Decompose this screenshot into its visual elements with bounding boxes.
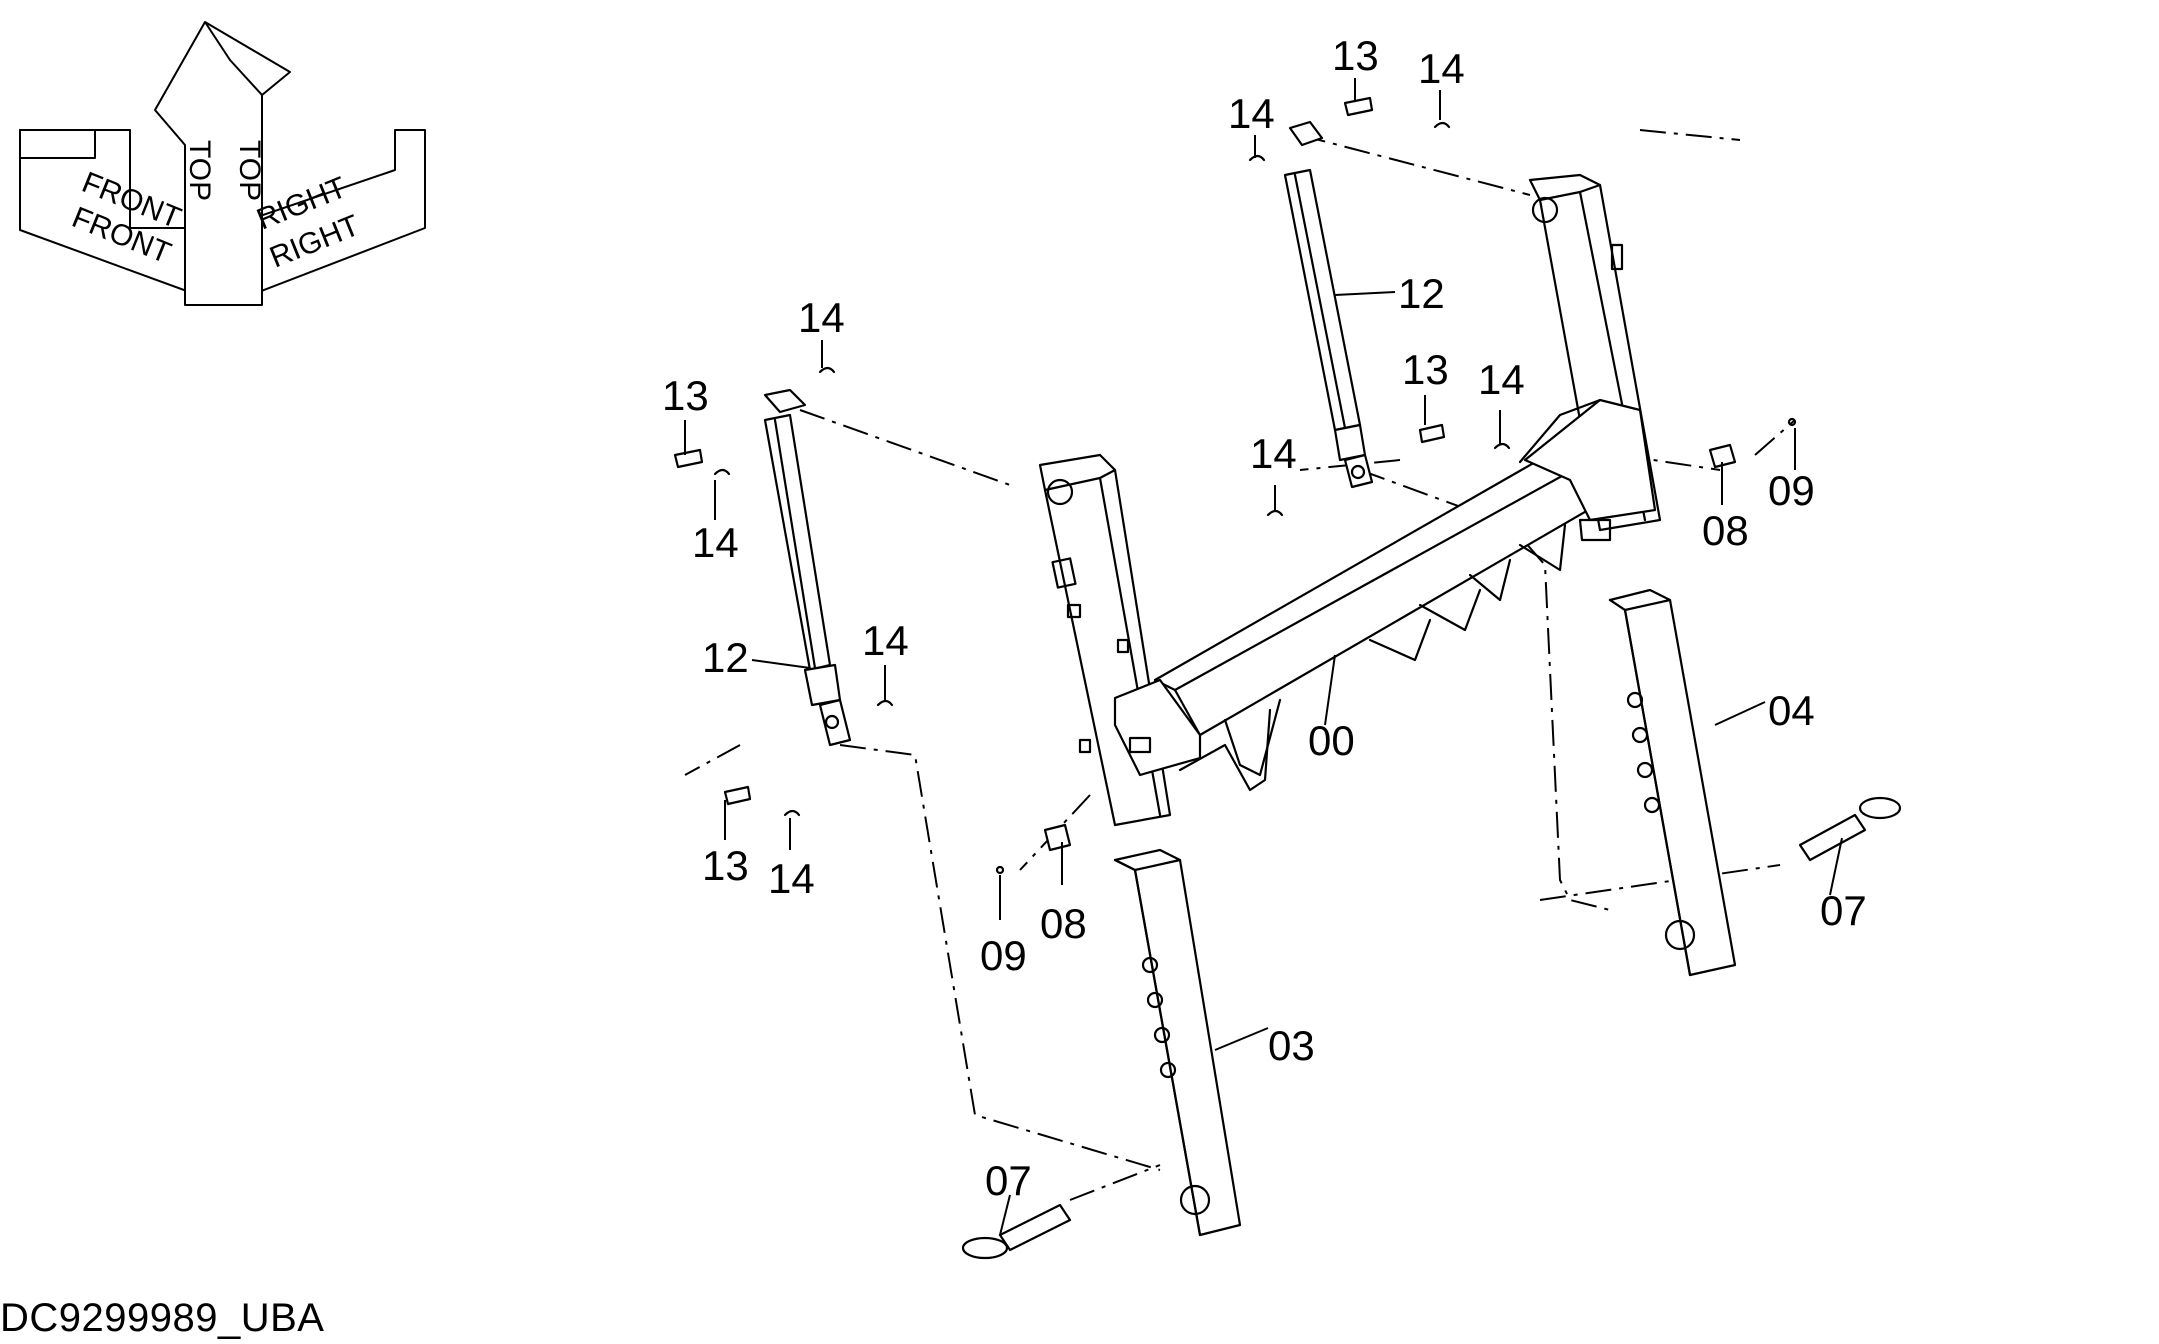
callout-13-top-left: 13 bbox=[662, 372, 709, 419]
top-arrow-shape bbox=[154, 21, 291, 306]
left-gas-spring bbox=[763, 388, 852, 747]
callout-13-middle: 13 bbox=[1402, 346, 1449, 393]
callout-14-f: 14 bbox=[1418, 45, 1465, 92]
callout-14-h: 14 bbox=[1478, 356, 1525, 403]
callout-13-bottom-left: 13 bbox=[702, 842, 749, 889]
callout-00: 00 bbox=[1308, 717, 1355, 764]
callouts: 00 03 04 07 07 08 08 09 09 12 12 13 13 1… bbox=[662, 32, 1867, 1204]
small-fasteners bbox=[673, 96, 1797, 875]
left-leg bbox=[1113, 848, 1242, 1237]
callout-14-c: 14 bbox=[862, 617, 909, 664]
callout-08-left: 08 bbox=[1040, 900, 1087, 947]
callout-14-g: 14 bbox=[1250, 430, 1297, 477]
right-leg bbox=[1608, 588, 1737, 977]
callout-04: 04 bbox=[1768, 687, 1815, 734]
callout-14-e: 14 bbox=[1228, 90, 1275, 137]
callout-07-right: 07 bbox=[1820, 887, 1867, 934]
callout-03: 03 bbox=[1268, 1022, 1315, 1069]
callout-12-left: 12 bbox=[702, 634, 749, 681]
orientation-icon: FRONT FRONT TOP TOP RIGHT RIGHT bbox=[19, 21, 426, 306]
crossbeam bbox=[1153, 443, 1642, 737]
callout-09-left: 09 bbox=[980, 932, 1027, 979]
main-frame bbox=[1038, 173, 1662, 827]
callout-14-a: 14 bbox=[798, 294, 845, 341]
callout-09-right: 09 bbox=[1768, 467, 1815, 514]
lower-left-pin bbox=[961, 1203, 1072, 1260]
top-arrow-edge bbox=[204, 21, 263, 96]
orientation-label-top-2: TOP bbox=[233, 140, 266, 201]
callout-07-bottom: 07 bbox=[985, 1157, 1032, 1204]
drawing-id: DC9299989_UBA bbox=[0, 1296, 325, 1340]
callout-08-right: 08 bbox=[1702, 507, 1749, 554]
right-pin bbox=[1798, 796, 1902, 862]
right-gas-spring bbox=[1283, 120, 1374, 489]
callout-14-b: 14 bbox=[692, 519, 739, 566]
callout-14-d: 14 bbox=[768, 855, 815, 902]
leader-lines bbox=[684, 78, 1843, 1236]
orientation-label-top-1: TOP bbox=[183, 140, 216, 201]
front-arrow-head bbox=[19, 129, 96, 159]
callout-12-right: 12 bbox=[1398, 270, 1445, 317]
callout-13-top: 13 bbox=[1332, 32, 1379, 79]
